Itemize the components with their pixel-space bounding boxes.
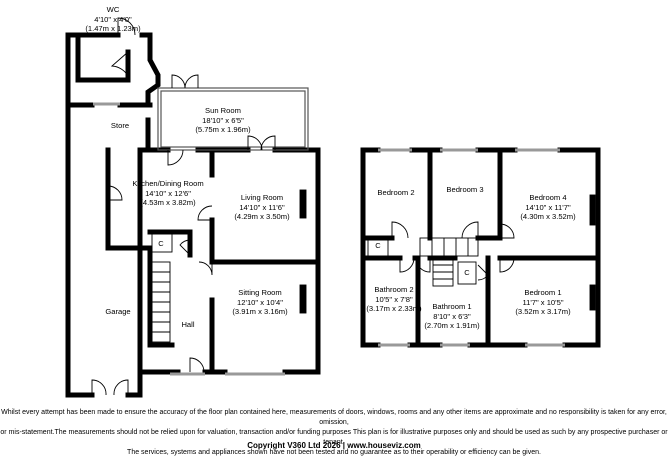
room-label-bathroom-1: Bathroom 1 8'10" x 6'3" (2.70m x 1.91m) <box>424 302 479 331</box>
door-arc <box>179 239 191 256</box>
door-arc <box>189 357 205 373</box>
room-size-imperial: 14'10" x 11'6" <box>239 202 285 212</box>
room-size-metric: (4.29m x 3.50m) <box>234 212 290 222</box>
door-arc <box>247 135 263 151</box>
room-label-sun-room: Sun Room 18'10" x 6'5" (5.75m x 1.96m) <box>195 106 250 135</box>
room-label-bedroom-4: Bedroom 4 14'10" x 11'7" (4.30m x 3.52m) <box>520 193 575 222</box>
room-label-hall: Hall <box>181 320 195 329</box>
store-walls <box>65 32 161 153</box>
door-arc <box>260 135 276 151</box>
door-arc <box>184 74 199 89</box>
room-name: Bedroom 1 <box>524 288 562 297</box>
door-arc <box>461 221 479 239</box>
fireplace <box>299 284 307 314</box>
disclaimer-line: Whilst every attempt has been made to en… <box>1 409 667 426</box>
room-size-metric: (3.17m x 2.33m) <box>366 304 422 314</box>
door-arc <box>399 257 415 273</box>
door-arc <box>198 261 213 276</box>
door-arc <box>477 264 489 281</box>
room-name: Sun Room <box>205 106 241 115</box>
door-arc <box>117 17 136 36</box>
ground-floor-details <box>91 17 307 396</box>
room-label-cupboard: C <box>375 241 381 250</box>
room-size-metric: (5.75m x 1.96m) <box>195 125 251 135</box>
chimney-breast <box>589 284 596 311</box>
door-arc <box>167 149 184 166</box>
room-label-sitting-room: Sitting Room 12'10" x 10'4" (3.91m x 3.1… <box>232 288 287 317</box>
door-arc <box>499 223 515 239</box>
door-arc <box>91 379 107 396</box>
room-label-bedroom-1: Bedroom 1 11'7" x 10'5" (3.52m x 3.17m) <box>515 288 570 317</box>
cupboard <box>151 233 173 253</box>
room-size-imperial: 12'10" x 10'4" <box>237 297 283 307</box>
disclaimer-line: or mis-statement.The measurements should… <box>0 429 668 446</box>
first-floor-plan <box>360 147 601 348</box>
sun-room-walls <box>157 87 309 151</box>
room-size-imperial: 11'7" x 10'5" <box>522 297 564 307</box>
room-size-metric: (4.53m x 3.82m) <box>140 198 196 208</box>
door-arc <box>113 379 129 396</box>
room-size-imperial: 18'10" x 6'5" <box>202 115 244 125</box>
landing-stairs <box>419 237 479 287</box>
room-size-metric: (3.52m x 3.17m) <box>515 307 571 317</box>
room-name: Bathroom 2 <box>374 285 414 294</box>
door-arc <box>499 257 515 273</box>
door-arc <box>110 51 129 77</box>
chimney-breast <box>589 194 596 226</box>
cupboard <box>457 261 477 285</box>
room-size-imperial: 10'5" x 7'8" <box>375 294 413 304</box>
room-label-store: Store <box>110 121 130 130</box>
room-name: Sitting Room <box>238 288 282 297</box>
room-size-metric: (2.70m x 1.91m) <box>424 321 480 331</box>
room-label-cupboard: C <box>158 239 164 248</box>
fireplace <box>299 189 307 219</box>
room-size-metric: (4.30m x 3.52m) <box>520 212 576 222</box>
door-arc <box>415 257 431 273</box>
room-label-bedroom-2: Bedroom 2 <box>377 188 415 197</box>
room-name: WC <box>106 5 120 14</box>
garage-walls <box>65 32 143 398</box>
cupboard <box>367 237 389 257</box>
room-size-imperial: 14'10" x 12'6" <box>145 188 191 198</box>
room-label-kitchen: Kitchen/Dining Room 14'10" x 12'6" (4.53… <box>132 179 203 208</box>
room-size-imperial: 4'10" x 4'0" <box>94 14 132 24</box>
room-size-metric: (1.47m x 1.23m) <box>85 24 141 34</box>
door-arc <box>391 221 409 239</box>
ground-floor-plan <box>65 32 321 398</box>
room-size-imperial: 8'10" x 6'3" <box>433 311 471 321</box>
room-name: Bathroom 1 <box>432 302 472 311</box>
door-arc <box>171 74 186 89</box>
wc-walls <box>75 32 153 83</box>
room-name: Living Room <box>240 193 284 202</box>
door-arc <box>107 185 123 201</box>
room-label-bedroom-3: Bedroom 3 <box>446 185 484 194</box>
room-name: Kitchen/Dining Room <box>132 179 204 188</box>
staircase <box>151 261 171 343</box>
room-size-imperial: 14'10" x 11'7" <box>525 202 571 212</box>
room-label-bathroom-2: Bathroom 2 10'5" x 7'8" (3.17m x 2.33m) <box>366 285 421 314</box>
room-label-cupboard: C <box>464 268 470 277</box>
room-name: Bedroom 4 <box>529 193 567 202</box>
copyright-notice: Copyright V360 Ltd 2026 | www.houseviz.c… <box>247 441 421 450</box>
room-label-garage: Garage <box>105 307 131 316</box>
door-arc <box>197 205 213 221</box>
room-size-metric: (3.91m x 3.16m) <box>232 307 288 317</box>
room-label-living-room: Living Room 14'10" x 11'6" (4.29m x 3.50… <box>234 193 289 222</box>
room-label-wc: WC 4'10" x 4'0" (1.47m x 1.23m) <box>85 5 140 34</box>
first-floor-details <box>367 148 596 347</box>
